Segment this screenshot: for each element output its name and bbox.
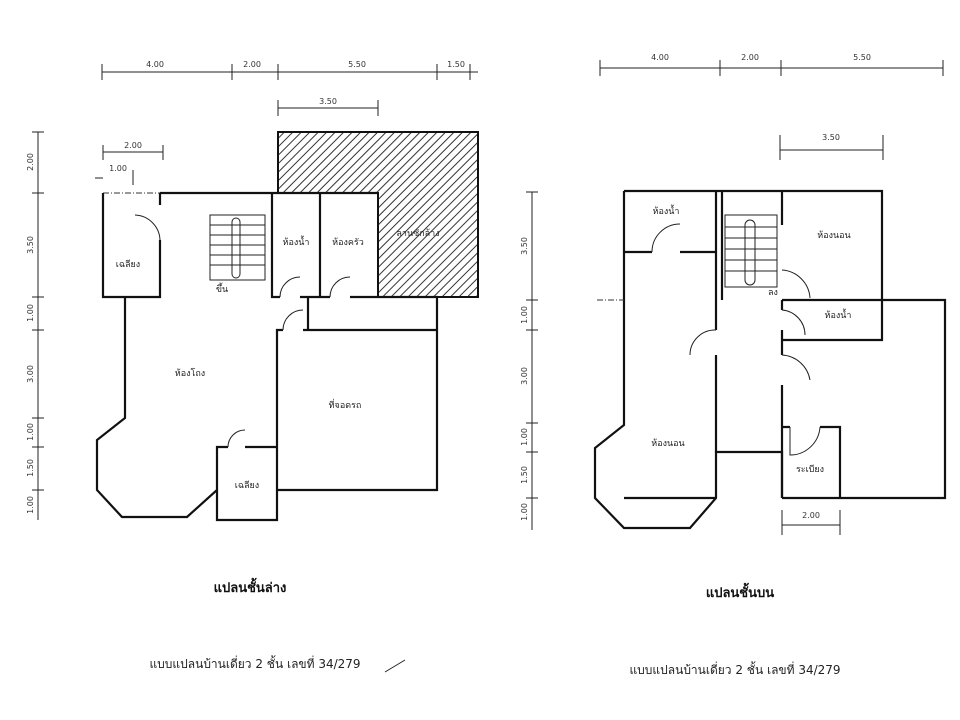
- svg-text:2.00: 2.00: [26, 153, 35, 171]
- svg-text:1.00: 1.00: [26, 423, 35, 441]
- room-garage: ที่จอดรถ: [329, 398, 362, 411]
- stair-icon: [209, 214, 266, 281]
- room-living: ห้องโถง: [175, 368, 205, 379]
- upper-floor-plan: 4.00 2.00 5.50 3.50 2.00 3.50 1.00 3.00 …: [520, 53, 947, 677]
- room-bathroom: ห้องน้ำ: [283, 235, 310, 248]
- dim-inner: 3.50: [319, 97, 337, 106]
- dim-porch: 2.00: [124, 141, 142, 150]
- svg-text:1.50: 1.50: [520, 466, 529, 484]
- dims-left: 2.00 3.50 1.00 3.00 1.00 1.50 1.00: [26, 153, 35, 514]
- dim-top-1: 4.00: [651, 53, 669, 62]
- svg-text:1.00: 1.00: [26, 304, 35, 322]
- svg-text:1.00: 1.00: [26, 496, 35, 514]
- footer-right: แบบแปลนบ้านเดี่ยว 2 ชั้น เลขที่ 34/279: [629, 661, 840, 677]
- ground-floor-plan: 4.00 2.00 5.50 1.50 3.50 2.00 1.00 2.00 …: [26, 60, 479, 673]
- room-front-porch: เฉลียง: [235, 480, 259, 491]
- dim-top-2: 2.00: [741, 53, 759, 62]
- dim-top-2: 2.00: [243, 60, 261, 69]
- hatched-area: [277, 131, 479, 298]
- room-bathroom-1: ห้องน้ำ: [653, 204, 680, 217]
- room-balcony: ระเบียง: [796, 464, 824, 475]
- dim-porch-small: 1.00: [109, 164, 127, 173]
- stair-icon: [724, 214, 778, 288]
- dim-bottom: 2.00: [802, 511, 820, 520]
- dim-inner: 3.50: [822, 133, 840, 142]
- room-kitchen: ห้องครัว: [332, 237, 364, 248]
- svg-text:3.00: 3.00: [520, 367, 529, 385]
- svg-text:1.50: 1.50: [26, 459, 35, 477]
- dim-top-1: 4.00: [146, 60, 164, 69]
- room-porch: เฉลียง: [116, 259, 140, 270]
- dim-top-4: 1.50: [447, 60, 465, 69]
- dim-top-3: 5.50: [853, 53, 871, 62]
- svg-text:1.00: 1.00: [520, 428, 529, 446]
- room-bathroom-2: ห้องน้ำ: [825, 308, 852, 321]
- upper-floor-caption: แปลนชั้นบน: [706, 582, 774, 601]
- svg-text:1.00: 1.00: [520, 503, 529, 521]
- dims-left: 3.50 1.00 3.00 1.00 1.50 1.00: [520, 237, 529, 521]
- room-bedroom-2: ห้องนอน: [651, 438, 684, 449]
- room-bedroom-1: ห้องนอน: [817, 230, 850, 241]
- svg-text:1.00: 1.00: [520, 306, 529, 324]
- svg-text:3.50: 3.50: [26, 236, 35, 254]
- dim-top-3: 5.50: [348, 60, 366, 69]
- ground-floor-caption: แปลนชั้นล่าง: [214, 577, 287, 596]
- svg-text:3.00: 3.00: [26, 365, 35, 383]
- stair-label: ลง: [768, 288, 778, 298]
- svg-text:3.50: 3.50: [520, 237, 529, 255]
- stair-label: ขึ้น: [216, 282, 228, 295]
- room-hatched: ลานซักล้าง: [396, 228, 439, 239]
- footer-left: แบบแปลนบ้านเดี่ยว 2 ชั้น เลขที่ 34/279: [149, 655, 360, 671]
